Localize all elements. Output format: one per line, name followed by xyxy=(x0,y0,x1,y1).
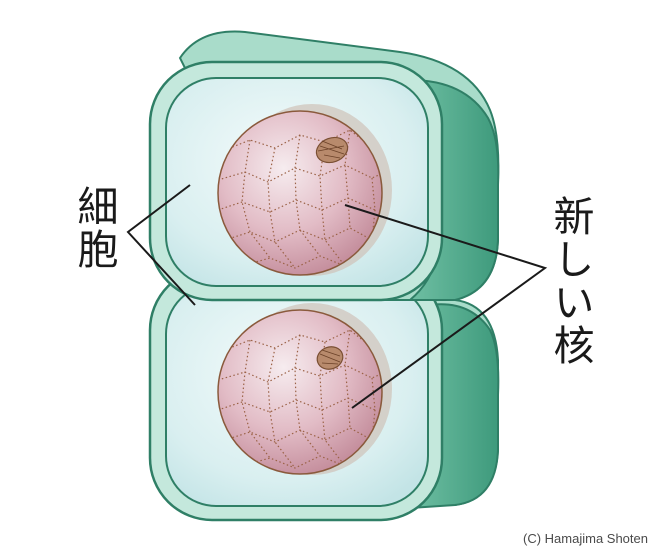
leader-lines xyxy=(126,184,548,409)
copyright-credit: (C) Hamajima Shoten xyxy=(523,531,648,546)
new-nucleus-label: 新しい核 xyxy=(546,195,594,367)
upper-nucleus xyxy=(217,104,392,276)
lower-nucleus xyxy=(217,303,392,475)
cell-label: 細胞 xyxy=(70,185,118,271)
cell-leader-line xyxy=(126,184,196,306)
nucleus-leader-line xyxy=(344,204,548,409)
